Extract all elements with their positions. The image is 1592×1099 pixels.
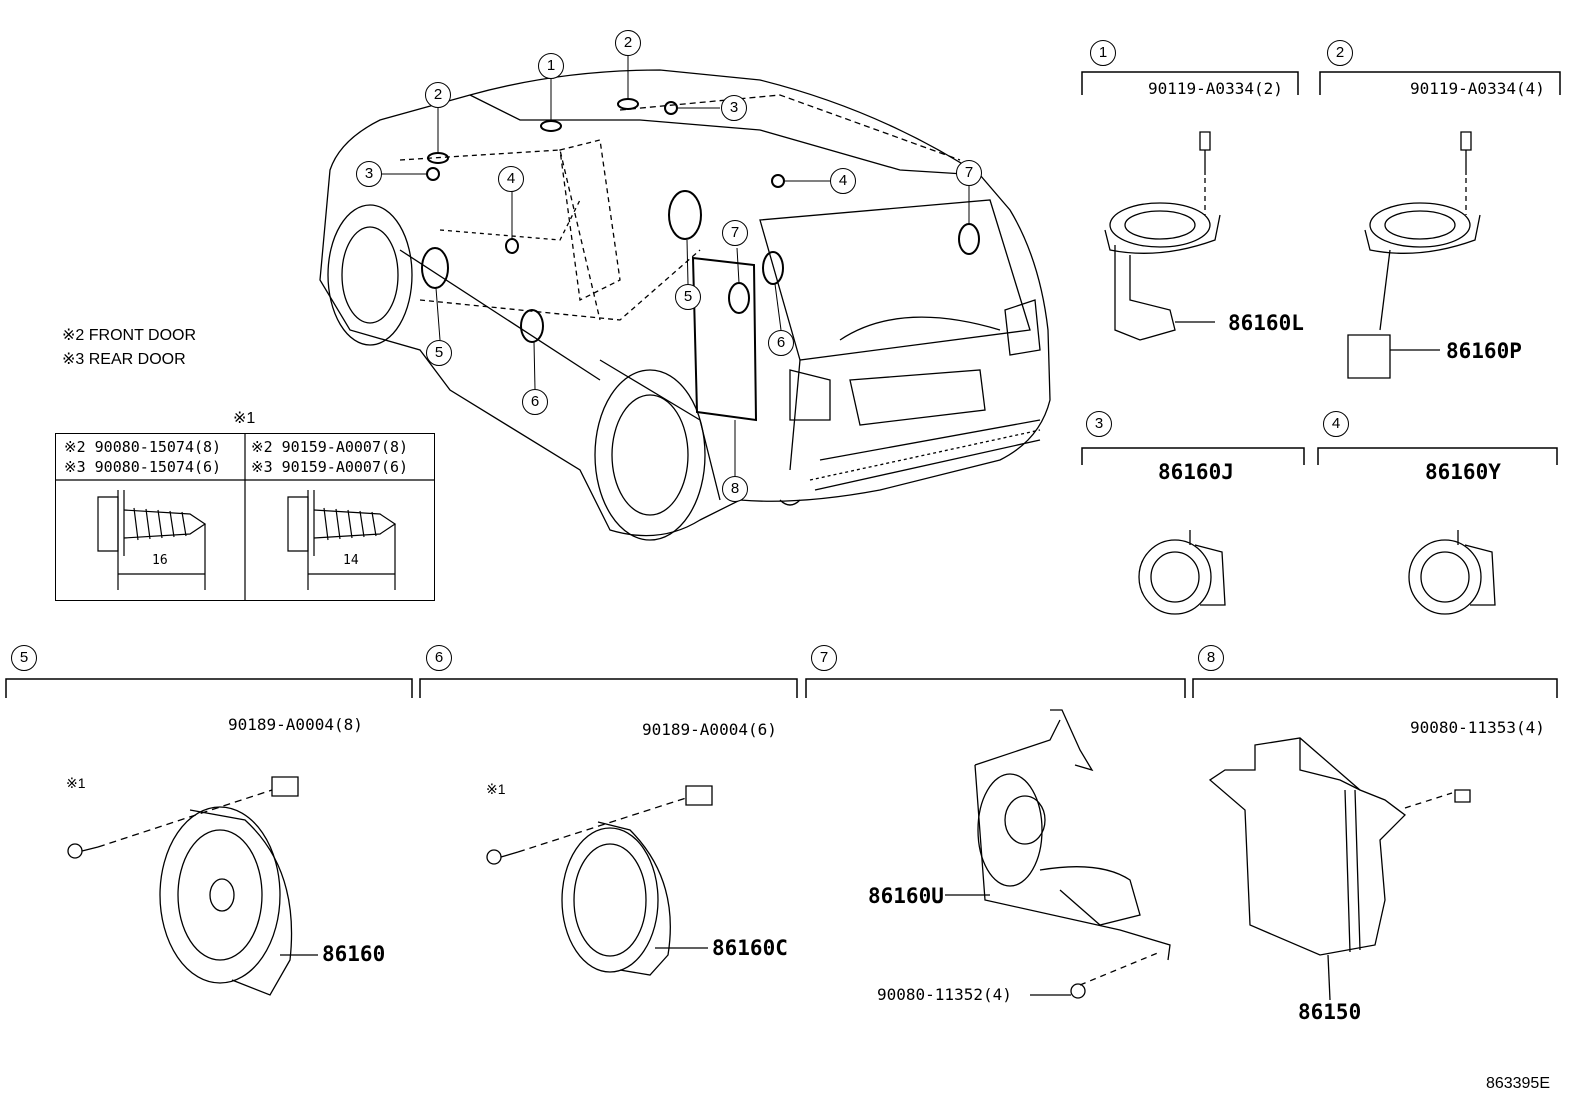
part-86160U-drawing [945, 709, 1171, 999]
callout-7-vehicle-right[interactable]: 7 [956, 160, 982, 186]
callout-4-vehicle-rear[interactable]: 4 [830, 168, 856, 194]
g6-fastener-label[interactable]: 90189-A0004(6) [642, 720, 777, 739]
bracket-1 [1081, 71, 1299, 95]
part-86160L-drawing [1104, 131, 1221, 341]
callout-5-vehicle-rear[interactable]: 5 [675, 284, 701, 310]
callout-6-vehicle-rear[interactable]: 6 [768, 330, 794, 356]
group-7-number: 7 [811, 645, 837, 671]
g5-star1-ref: ※1 [66, 775, 86, 791]
g8-fastener-label[interactable]: 90080-11353(4) [1410, 718, 1545, 737]
callout-2-vehicle-roof[interactable]: 2 [615, 30, 641, 56]
table-col1-row2: ※3 90080-15074(6) [64, 458, 222, 476]
g8-part-number[interactable]: 86150 [1298, 1000, 1362, 1024]
callout-1-vehicle[interactable]: 1 [538, 53, 564, 79]
g2-fastener-label[interactable]: 90119-A0334(4) [1410, 79, 1545, 98]
table-col2-row2: ※3 90159-A0007(6) [251, 458, 409, 476]
g4-part-number[interactable]: 86160Y [1425, 460, 1501, 484]
leader-lines [381, 53, 970, 476]
tweeter-drawings [1138, 530, 1496, 615]
bracket-6 [419, 678, 798, 698]
table-lines [55, 433, 435, 601]
callout-2-vehicle-front[interactable]: 2 [425, 82, 451, 108]
g7-part-number[interactable]: 86160U [868, 884, 944, 908]
fastener-table [55, 433, 435, 601]
g6-star1-ref: ※1 [486, 781, 506, 797]
group-3-number: 3 [1086, 411, 1112, 437]
table-col1-row1: ※2 90080-15074(8) [64, 438, 222, 456]
screw-length-16: 16 [152, 553, 168, 568]
bracket-8 [1192, 678, 1558, 698]
g6-part-number[interactable]: 86160C [712, 936, 788, 960]
callout-3-vehicle-front[interactable]: 3 [356, 161, 382, 187]
g3-part-number[interactable]: 86160J [1158, 460, 1234, 484]
group-5-number: 5 [11, 645, 37, 671]
table-col2-row1: ※2 90159-A0007(8) [251, 438, 409, 456]
diagram-code: 863395E [1485, 1075, 1550, 1092]
group-1-number: 1 [1090, 40, 1116, 66]
bracket-2 [1319, 71, 1561, 95]
g5-part-number[interactable]: 86160 [322, 942, 386, 966]
bracket-7 [805, 678, 1186, 698]
g5-fastener-label[interactable]: 90189-A0004(8) [228, 715, 363, 734]
callout-4-vehicle-front[interactable]: 4 [498, 166, 524, 192]
group-6-number: 6 [426, 645, 452, 671]
part-86160P-drawing [1347, 131, 1481, 379]
callout-3-vehicle-rear[interactable]: 3 [721, 95, 747, 121]
screw-length-14: 14 [343, 553, 359, 568]
part-86160-drawing [67, 776, 318, 996]
vehicle-outline [319, 69, 1051, 541]
group-4-number: 4 [1323, 411, 1349, 437]
rear-door-note: ※3 REAR DOOR [62, 351, 186, 368]
part-86160C-drawing [486, 785, 713, 976]
g1-part-number[interactable]: 86160L [1228, 311, 1304, 335]
bracket-3 [1081, 447, 1305, 465]
callout-6-vehicle-front[interactable]: 6 [522, 389, 548, 415]
part-86150-drawing [1208, 737, 1471, 1001]
g7-fastener-label[interactable]: 90080-11352(4) [877, 985, 1012, 1004]
group-8-number: 8 [1198, 645, 1224, 671]
g2-part-number[interactable]: 86160P [1446, 339, 1522, 363]
callout-7-vehicle-left[interactable]: 7 [722, 220, 748, 246]
speaker-locations [421, 98, 980, 422]
front-door-note: ※2 FRONT DOOR [62, 327, 197, 344]
group-2-number: 2 [1327, 40, 1353, 66]
g1-fastener-label[interactable]: 90119-A0334(2) [1148, 79, 1283, 98]
star1-table-ref: ※1 [233, 410, 256, 427]
callout-8-vehicle[interactable]: 8 [722, 476, 748, 502]
callout-5-vehicle-front[interactable]: 5 [426, 340, 452, 366]
bracket-4 [1317, 447, 1558, 465]
bracket-5 [5, 678, 413, 698]
